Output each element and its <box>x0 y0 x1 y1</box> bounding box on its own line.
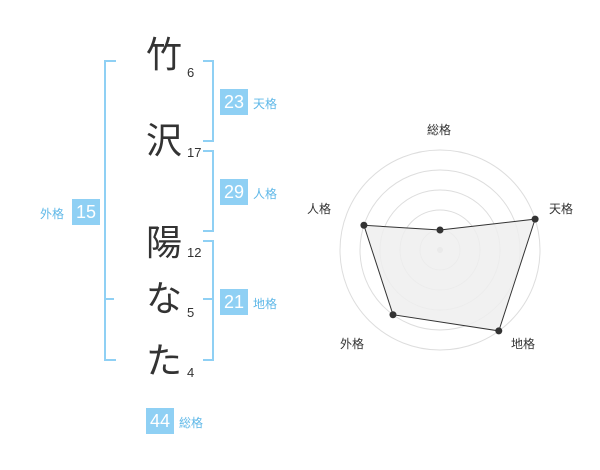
radar-axis-label-jinkaku: 人格 <box>307 202 332 216</box>
name-char-5: た <box>145 341 182 382</box>
tenkaku-label: 天格 <box>253 97 278 111</box>
stroke-count-4: 5 <box>187 305 195 320</box>
gaikaku-bracket-tick <box>104 298 114 300</box>
chikaku-bracket <box>203 240 214 361</box>
tenkaku-score-box: 23 <box>220 89 248 115</box>
radar-data-point <box>360 221 368 229</box>
stroke-count-2: 17 <box>187 145 202 160</box>
soukaku-score-box: 44 <box>146 408 174 434</box>
gaikaku-bracket <box>104 60 116 361</box>
radar-axis-label-tenkaku: 天格 <box>549 202 574 216</box>
name-char-1: 竹 <box>145 35 182 76</box>
stroke-count-3: 12 <box>187 245 202 260</box>
stroke-count-1: 6 <box>187 65 195 80</box>
soukaku-label: 総格 <box>179 416 204 430</box>
radar-data-point <box>389 311 397 319</box>
jinkaku-label: 人格 <box>253 187 278 201</box>
name-char-3: 陽 <box>145 223 182 264</box>
jinkaku-score-box: 29 <box>220 179 248 205</box>
radar-data-point <box>436 226 444 234</box>
chikaku-bracket-tick <box>203 298 212 300</box>
radar-data-area <box>363 218 536 332</box>
chikaku-label: 地格 <box>253 297 278 311</box>
gaikaku-score-box: 15 <box>72 199 100 225</box>
radar-axis-label-chikaku: 地格 <box>511 337 536 351</box>
stroke-count-5: 4 <box>187 365 195 380</box>
tenkaku-bracket <box>203 60 214 142</box>
radar-data-point <box>531 215 539 223</box>
radar-axis-label-gaikaku: 外格 <box>340 337 365 351</box>
name-char-2: 沢 <box>145 121 182 162</box>
radar-axis-label-soukaku: 総格 <box>427 123 452 137</box>
jinkaku-bracket <box>203 150 214 232</box>
chikaku-score-box: 21 <box>220 289 248 315</box>
radar-data-point <box>495 327 503 335</box>
name-char-4: な <box>145 279 182 320</box>
gaikaku-label: 外格 <box>40 207 65 221</box>
radar-grid-ring <box>339 149 541 351</box>
